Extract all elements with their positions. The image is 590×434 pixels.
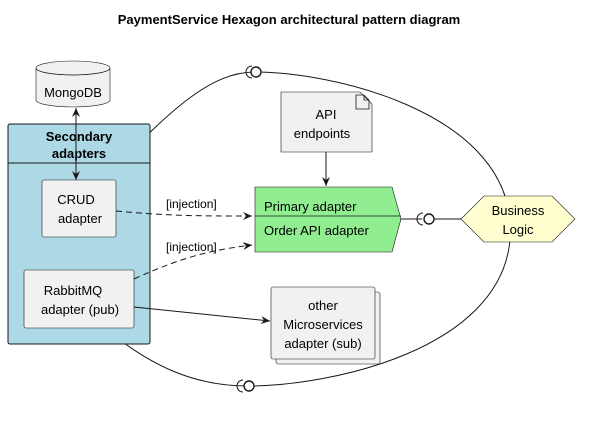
other-microservices-label-line1: other [308,298,338,313]
mongodb-socket-icon [245,65,262,79]
primary-business-link [401,212,461,226]
rabbitmq-injection-label: [injection] [166,240,217,254]
rabbitmq-to-business-curve [119,239,511,387]
crud-adapter-label-line1: CRUD [57,192,95,207]
api-endpoints-label-line1: API [316,107,337,122]
business-logic-label-line1: Business [492,203,545,218]
crud-adapter-label-line2: adapter [58,211,103,226]
mongodb-database: MongoDB [35,60,111,108]
other-microservices-collection: other Microservices adapter (sub) [270,286,381,365]
business-logic-label-line2: Logic [502,222,534,237]
business-logic-hexagon: Business Logic [460,195,576,243]
api-endpoints-label-line2: endpoints [294,126,351,141]
crud-to-business-curve [102,71,511,221]
diagram-title: PaymentService Hexagon architectural pat… [118,12,460,27]
document-icon [355,94,370,110]
rabbitmq-socket-icon [236,379,255,393]
other-microservices-label-line2: Microservices [283,317,363,332]
primary-adapter-label-line1: Primary adapter [264,199,357,214]
secondary-adapters-title-line1: Secondary [46,129,113,144]
primary-adapter: Primary adapter Order API adapter [254,186,402,253]
primary-adapter-label-line2: Order API adapter [264,223,369,238]
mongodb-label: MongoDB [44,85,102,100]
crud-injection-label: [injection] [166,197,217,211]
rabbitmq-to-microservices-arrow [133,306,271,325]
secondary-adapters-title-line2: adapters [52,146,106,161]
rabbitmq-adapter: RabbitMQ adapter (pub) [23,269,135,329]
rabbitmq-adapter-label-line1: RabbitMQ [44,283,103,298]
other-microservices-label-line3: adapter (sub) [284,336,361,351]
rabbitmq-injection-arrow [133,242,253,280]
rabbitmq-adapter-label-line2: adapter (pub) [41,302,119,317]
api-endpoints-document: API endpoints [280,91,373,153]
crud-adapter: CRUD adapter [41,179,117,238]
